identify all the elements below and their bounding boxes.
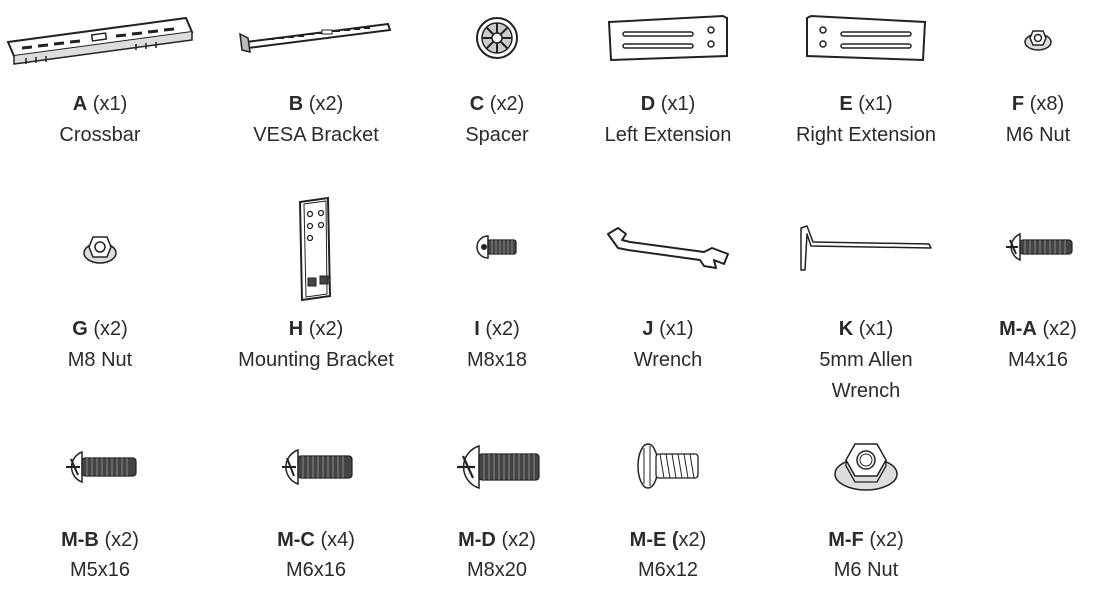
vesa-bracket-icon bbox=[238, 20, 394, 56]
part-name-continued: Wrench bbox=[831, 380, 901, 402]
part-qty: (x2) bbox=[308, 93, 344, 115]
part-m-a: M-A (x2) M4x16 bbox=[982, 190, 1094, 400]
part-code: E bbox=[839, 93, 853, 115]
part-name: M5x16 bbox=[69, 559, 131, 581]
part-code: M-F bbox=[828, 529, 864, 551]
part-code: G bbox=[72, 318, 88, 340]
part-name: M8 Nut bbox=[67, 349, 133, 371]
part-name: Crossbar bbox=[59, 124, 141, 146]
part-name: Mounting Bracket bbox=[238, 349, 394, 371]
spacer-icon bbox=[475, 16, 519, 60]
allen-wrench-icon bbox=[799, 224, 933, 272]
part-name: M6 Nut bbox=[833, 559, 899, 581]
wrench-icon bbox=[604, 220, 732, 270]
part-code: D bbox=[640, 93, 656, 115]
screw-m6x12-icon bbox=[636, 442, 700, 490]
screw-m8x20-icon bbox=[453, 444, 541, 490]
part-d: D (x1) Left Extension bbox=[588, 0, 748, 160]
part-qty: (x4) bbox=[320, 529, 355, 551]
part-h: H (x2) Mounting Bracket bbox=[215, 190, 417, 400]
part-code: C bbox=[469, 93, 485, 115]
screw-m6x16-icon bbox=[278, 448, 354, 486]
part-m-f: M-F (x2) M6 Nut bbox=[806, 430, 926, 600]
part-qty: (x2) bbox=[501, 529, 536, 551]
part-qty: (x8) bbox=[1029, 93, 1065, 115]
part-b: B (x2) VESA Bracket bbox=[215, 0, 417, 160]
part-qty: (x1) bbox=[858, 318, 894, 340]
part-code: A bbox=[72, 93, 88, 115]
part-code: F bbox=[1011, 93, 1025, 115]
m8-nut-icon bbox=[82, 232, 118, 266]
part-name: Right Extension bbox=[795, 124, 937, 146]
left-extension-icon bbox=[607, 14, 729, 62]
right-extension-icon bbox=[805, 14, 927, 62]
part-f: F (x8) M6 Nut bbox=[982, 0, 1094, 160]
part-code: H bbox=[288, 318, 304, 340]
part-qty: (x1) bbox=[659, 318, 694, 340]
part-qty: (x2) bbox=[869, 529, 904, 551]
mounting-bracket-icon bbox=[296, 196, 336, 302]
part-m-d: M-D (x2) M8x20 bbox=[437, 430, 557, 600]
part-j: J (x1) Wrench bbox=[588, 190, 748, 400]
part-qty: x2) bbox=[678, 529, 707, 551]
part-name: M4x16 bbox=[1007, 349, 1069, 371]
part-name: M6x12 bbox=[637, 559, 699, 581]
part-k: K (x1) 5mm Allen Wrench bbox=[776, 190, 956, 410]
part-name: Wrench bbox=[633, 349, 703, 371]
part-e: E (x1) Right Extension bbox=[776, 0, 956, 160]
part-code: J bbox=[642, 318, 654, 340]
screw-m8x18-icon bbox=[474, 234, 520, 260]
screw-m5x16-icon bbox=[62, 450, 138, 484]
part-qty: (x2) bbox=[489, 93, 525, 115]
part-code: B bbox=[288, 93, 304, 115]
part-name: M8x20 bbox=[466, 559, 528, 581]
part-code: K bbox=[838, 318, 854, 340]
part-name: M6x16 bbox=[285, 559, 347, 581]
part-m-e: M-E (x2) M6x12 bbox=[608, 430, 728, 600]
part-code: M-E ( bbox=[629, 529, 679, 551]
part-i: I (x2) M8x18 bbox=[437, 190, 557, 400]
part-name: Left Extension bbox=[604, 124, 732, 146]
part-qty: (x2) bbox=[93, 318, 128, 340]
flange-nut-m6-icon bbox=[833, 436, 899, 492]
part-code: M-A bbox=[999, 318, 1037, 340]
part-code: M-B bbox=[61, 529, 99, 551]
part-qty: (x1) bbox=[858, 93, 893, 115]
part-a: A (x1) Crossbar bbox=[0, 0, 200, 160]
part-name: VESA Bracket bbox=[253, 124, 379, 146]
part-code: M-D bbox=[458, 529, 496, 551]
part-qty: (x2) bbox=[485, 318, 520, 340]
part-name: 5mm Allen bbox=[819, 349, 913, 371]
part-qty: (x2) bbox=[1042, 318, 1077, 340]
part-g: G (x2) M8 Nut bbox=[40, 190, 160, 400]
screw-m4x16-icon bbox=[1002, 232, 1074, 262]
part-name: Spacer bbox=[465, 124, 529, 146]
part-name: M8x18 bbox=[466, 349, 528, 371]
m6-nut-icon bbox=[1024, 26, 1052, 52]
part-qty: (x1) bbox=[92, 93, 128, 115]
part-code: M-C bbox=[277, 529, 315, 551]
crossbar-icon bbox=[6, 12, 194, 65]
part-qty: (x1) bbox=[660, 93, 696, 115]
part-c: C (x2) Spacer bbox=[435, 0, 559, 160]
part-code: I bbox=[474, 318, 480, 340]
part-m-c: M-C (x4) M6x16 bbox=[255, 430, 377, 600]
part-qty: (x2) bbox=[308, 318, 344, 340]
part-qty: (x2) bbox=[104, 529, 139, 551]
part-m-b: M-B (x2) M5x16 bbox=[40, 430, 160, 600]
part-name: M6 Nut bbox=[1005, 124, 1071, 146]
